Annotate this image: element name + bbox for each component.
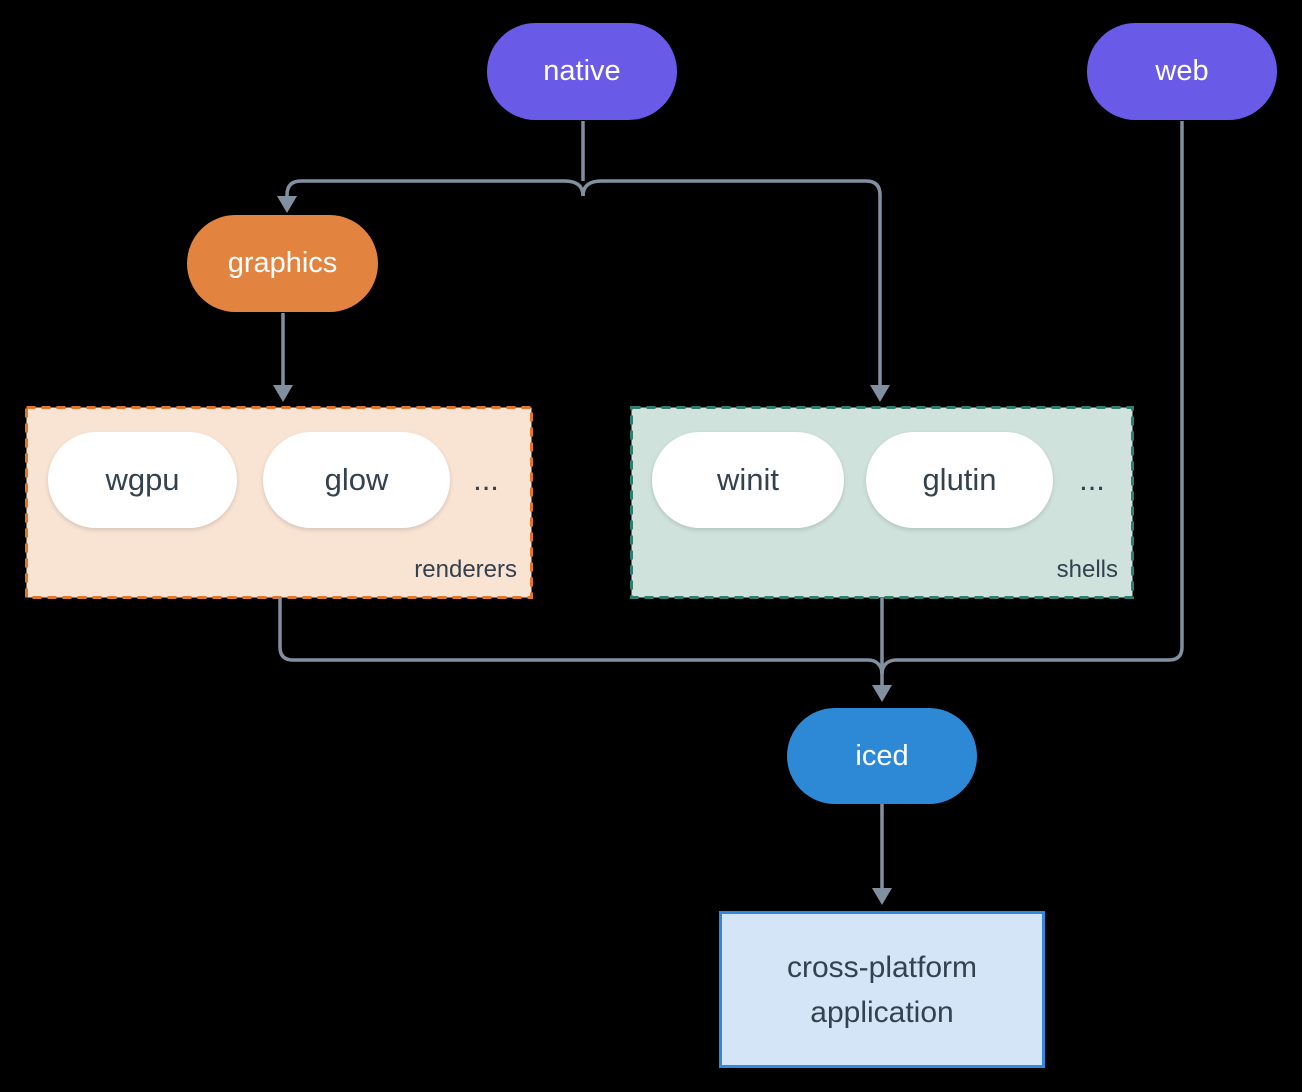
arrowhead-renderers — [273, 385, 293, 402]
edge-renderers-to-merge — [278, 598, 868, 662]
pill-glow-label: glow — [324, 462, 389, 497]
pill-winit-label: winit — [716, 462, 779, 497]
application-label-line2: application — [810, 995, 954, 1029]
edge-native-to-graphics — [285, 179, 585, 199]
node-iced: iced — [787, 708, 977, 804]
edge-web-to-merge — [896, 121, 1184, 662]
arrowhead-application — [872, 888, 892, 905]
application-label-line1: cross-platform — [786, 950, 978, 984]
node-web: web — [1087, 23, 1277, 120]
pill-wgpu-label: wgpu — [105, 462, 180, 497]
pill-wgpu: wgpu — [48, 432, 237, 528]
pill-glutin-label: glutin — [922, 462, 997, 497]
merge-fillet-right — [880, 658, 897, 675]
arrowhead-graphics — [277, 196, 297, 213]
node-native-label: native — [543, 55, 621, 87]
renderers-group-label: renderers — [414, 556, 517, 583]
pill-glow: glow — [263, 432, 450, 528]
arrowhead-iced — [872, 685, 892, 702]
merge-fillet-left — [867, 658, 884, 675]
pill-glutin: glutin — [866, 432, 1053, 528]
node-graphics: graphics — [187, 215, 378, 312]
edge-native-to-shells — [581, 179, 882, 387]
node-graphics-label: graphics — [227, 247, 338, 279]
pill-winit: winit — [652, 432, 844, 528]
node-iced-label: iced — [855, 739, 909, 772]
shells-group-label: shells — [1056, 556, 1118, 583]
renderers-ellipsis: ... — [473, 462, 499, 497]
node-web-label: web — [1155, 55, 1209, 87]
arrowhead-shells — [870, 385, 890, 402]
node-native: native — [487, 23, 677, 120]
shells-ellipsis: ... — [1079, 462, 1105, 497]
node-application: cross-platform application — [719, 911, 1045, 1068]
